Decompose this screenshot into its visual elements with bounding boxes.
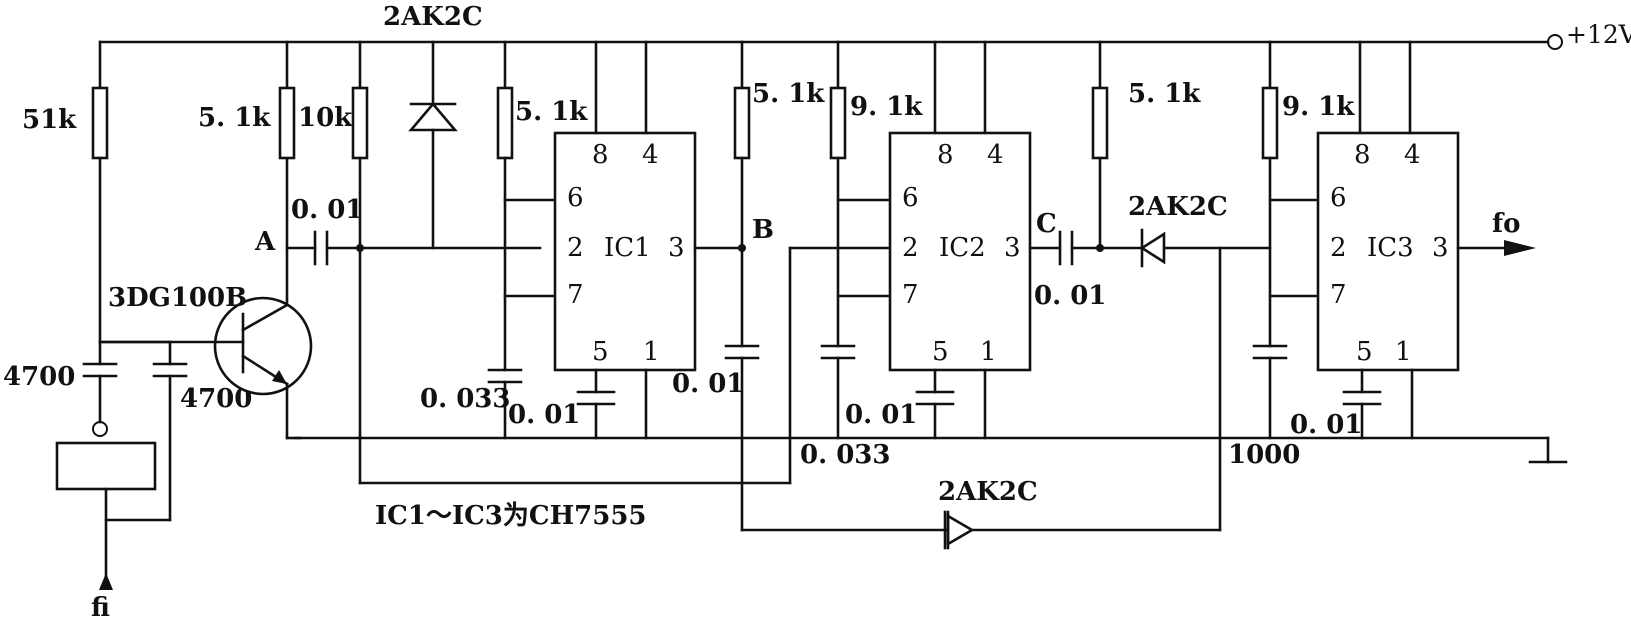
c-ic1-out-label: 0. 01 xyxy=(672,369,744,399)
ic1-pin3: 3 xyxy=(668,233,685,263)
input-label: fi xyxy=(91,593,110,623)
ic3-pin1: 1 xyxy=(1395,337,1412,367)
c-couple-c-label: 0. 01 xyxy=(1034,281,1106,311)
r5-label: 5. 1k xyxy=(752,79,825,109)
ic2-pin7: 7 xyxy=(902,280,919,310)
ic2-body xyxy=(888,131,1032,372)
ic1-body xyxy=(553,131,697,372)
r2-collector xyxy=(278,40,296,160)
ic2-pin6: 6 xyxy=(902,183,919,213)
ic2-wiring xyxy=(915,40,1062,440)
diode-top xyxy=(408,40,458,250)
r3-10k xyxy=(351,40,892,485)
ic1-pin1: 1 xyxy=(643,337,660,367)
ground-icon xyxy=(1528,436,1568,464)
c-ic2-pin5-label: 0. 01 xyxy=(845,400,917,430)
junction-b xyxy=(738,244,746,252)
output-arrow-icon xyxy=(1456,240,1536,256)
diode-mid-label: 2AK2C xyxy=(1128,192,1228,222)
r4-label: 5. 1k xyxy=(515,97,588,127)
ic2-pin5: 5 xyxy=(932,337,949,367)
ic1-pin4: 4 xyxy=(642,140,659,170)
r8-label: 9. 1k xyxy=(1282,92,1355,122)
ic3-name: IC3 xyxy=(1367,233,1414,263)
r1-label: 51k xyxy=(22,105,77,135)
output-label: fo xyxy=(1492,209,1521,239)
ic1-pin7: 7 xyxy=(567,280,584,310)
ic3-pin3: 3 xyxy=(1432,233,1449,263)
c-left1 xyxy=(82,362,118,437)
supply-rail xyxy=(98,34,1563,50)
ic1-pin5: 5 xyxy=(592,337,609,367)
ic2-pin1: 1 xyxy=(980,337,997,367)
ic3-pin2: 2 xyxy=(1330,233,1347,263)
ic2-pin8: 8 xyxy=(937,140,954,170)
r6-label: 9. 1k xyxy=(850,92,923,122)
r4-ic1 xyxy=(496,40,557,372)
ic1-pin6: 6 xyxy=(567,183,584,213)
node-c-label: C xyxy=(1036,209,1057,239)
transistor-label: 3DG100B xyxy=(108,283,247,313)
input-transducer xyxy=(55,441,157,491)
r8-ic3 xyxy=(1252,40,1320,440)
c-left1-label: 4700 xyxy=(3,362,75,392)
ic2-pin4: 4 xyxy=(987,140,1004,170)
c-ic1-timing xyxy=(487,368,523,440)
c-ic3-timing-label: 1000 xyxy=(1228,440,1300,470)
ic2-pin3: 3 xyxy=(1004,233,1021,263)
c-couple-a-label: 0. 01 xyxy=(291,195,363,225)
transistor-3dg100b xyxy=(98,156,313,440)
r3-label: 10k xyxy=(298,103,353,133)
r7-label: 5. 1k xyxy=(1128,79,1201,109)
supply-label: +12V xyxy=(1566,20,1631,49)
ic1-wiring xyxy=(576,40,744,440)
r1-51k xyxy=(91,40,109,366)
ic3-pin4: 4 xyxy=(1404,140,1421,170)
c-ic2-timing-label: 0. 033 xyxy=(800,440,890,470)
ic3-wiring xyxy=(1342,40,1414,440)
junction-c xyxy=(1096,244,1104,252)
ic3-pin6: 6 xyxy=(1330,183,1347,213)
note-label: IC1～IC3为CH7555 xyxy=(375,501,647,531)
c-couple-a xyxy=(285,230,542,266)
input-wire xyxy=(99,374,172,590)
r2-label: 5. 1k xyxy=(198,103,271,133)
r5-node-b xyxy=(724,40,950,532)
node-b-label: B xyxy=(752,215,774,245)
c-ic1-pin5-label: 0. 01 xyxy=(508,400,580,430)
ic1-pin2: 2 xyxy=(567,233,584,263)
c-couple-c xyxy=(1058,230,1144,266)
junction-a xyxy=(356,244,364,252)
ic1-name: IC1 xyxy=(604,233,651,263)
r7-5k xyxy=(1091,40,1109,250)
ic1-pin8: 8 xyxy=(592,140,609,170)
c-ic3-pin5-label: 0. 01 xyxy=(1290,410,1362,440)
ic3-pin7: 7 xyxy=(1330,280,1347,310)
diode-bottom-label: 2AK2C xyxy=(938,477,1038,507)
ic3-body xyxy=(1316,131,1460,372)
diode-top-label: 2AK2C xyxy=(383,2,483,32)
diode-mid xyxy=(1139,228,1272,268)
diode-bottom xyxy=(943,246,1222,550)
ic3-pin5: 5 xyxy=(1356,337,1373,367)
c-left2 xyxy=(98,340,188,378)
ic2-pin2: 2 xyxy=(902,233,919,263)
c-ic1-timing-label: 0. 033 xyxy=(420,384,510,414)
ic3-pin8: 8 xyxy=(1354,140,1371,170)
node-a-label: A xyxy=(254,227,276,257)
r6-ic2 xyxy=(820,40,892,440)
ic2-name: IC2 xyxy=(939,233,986,263)
